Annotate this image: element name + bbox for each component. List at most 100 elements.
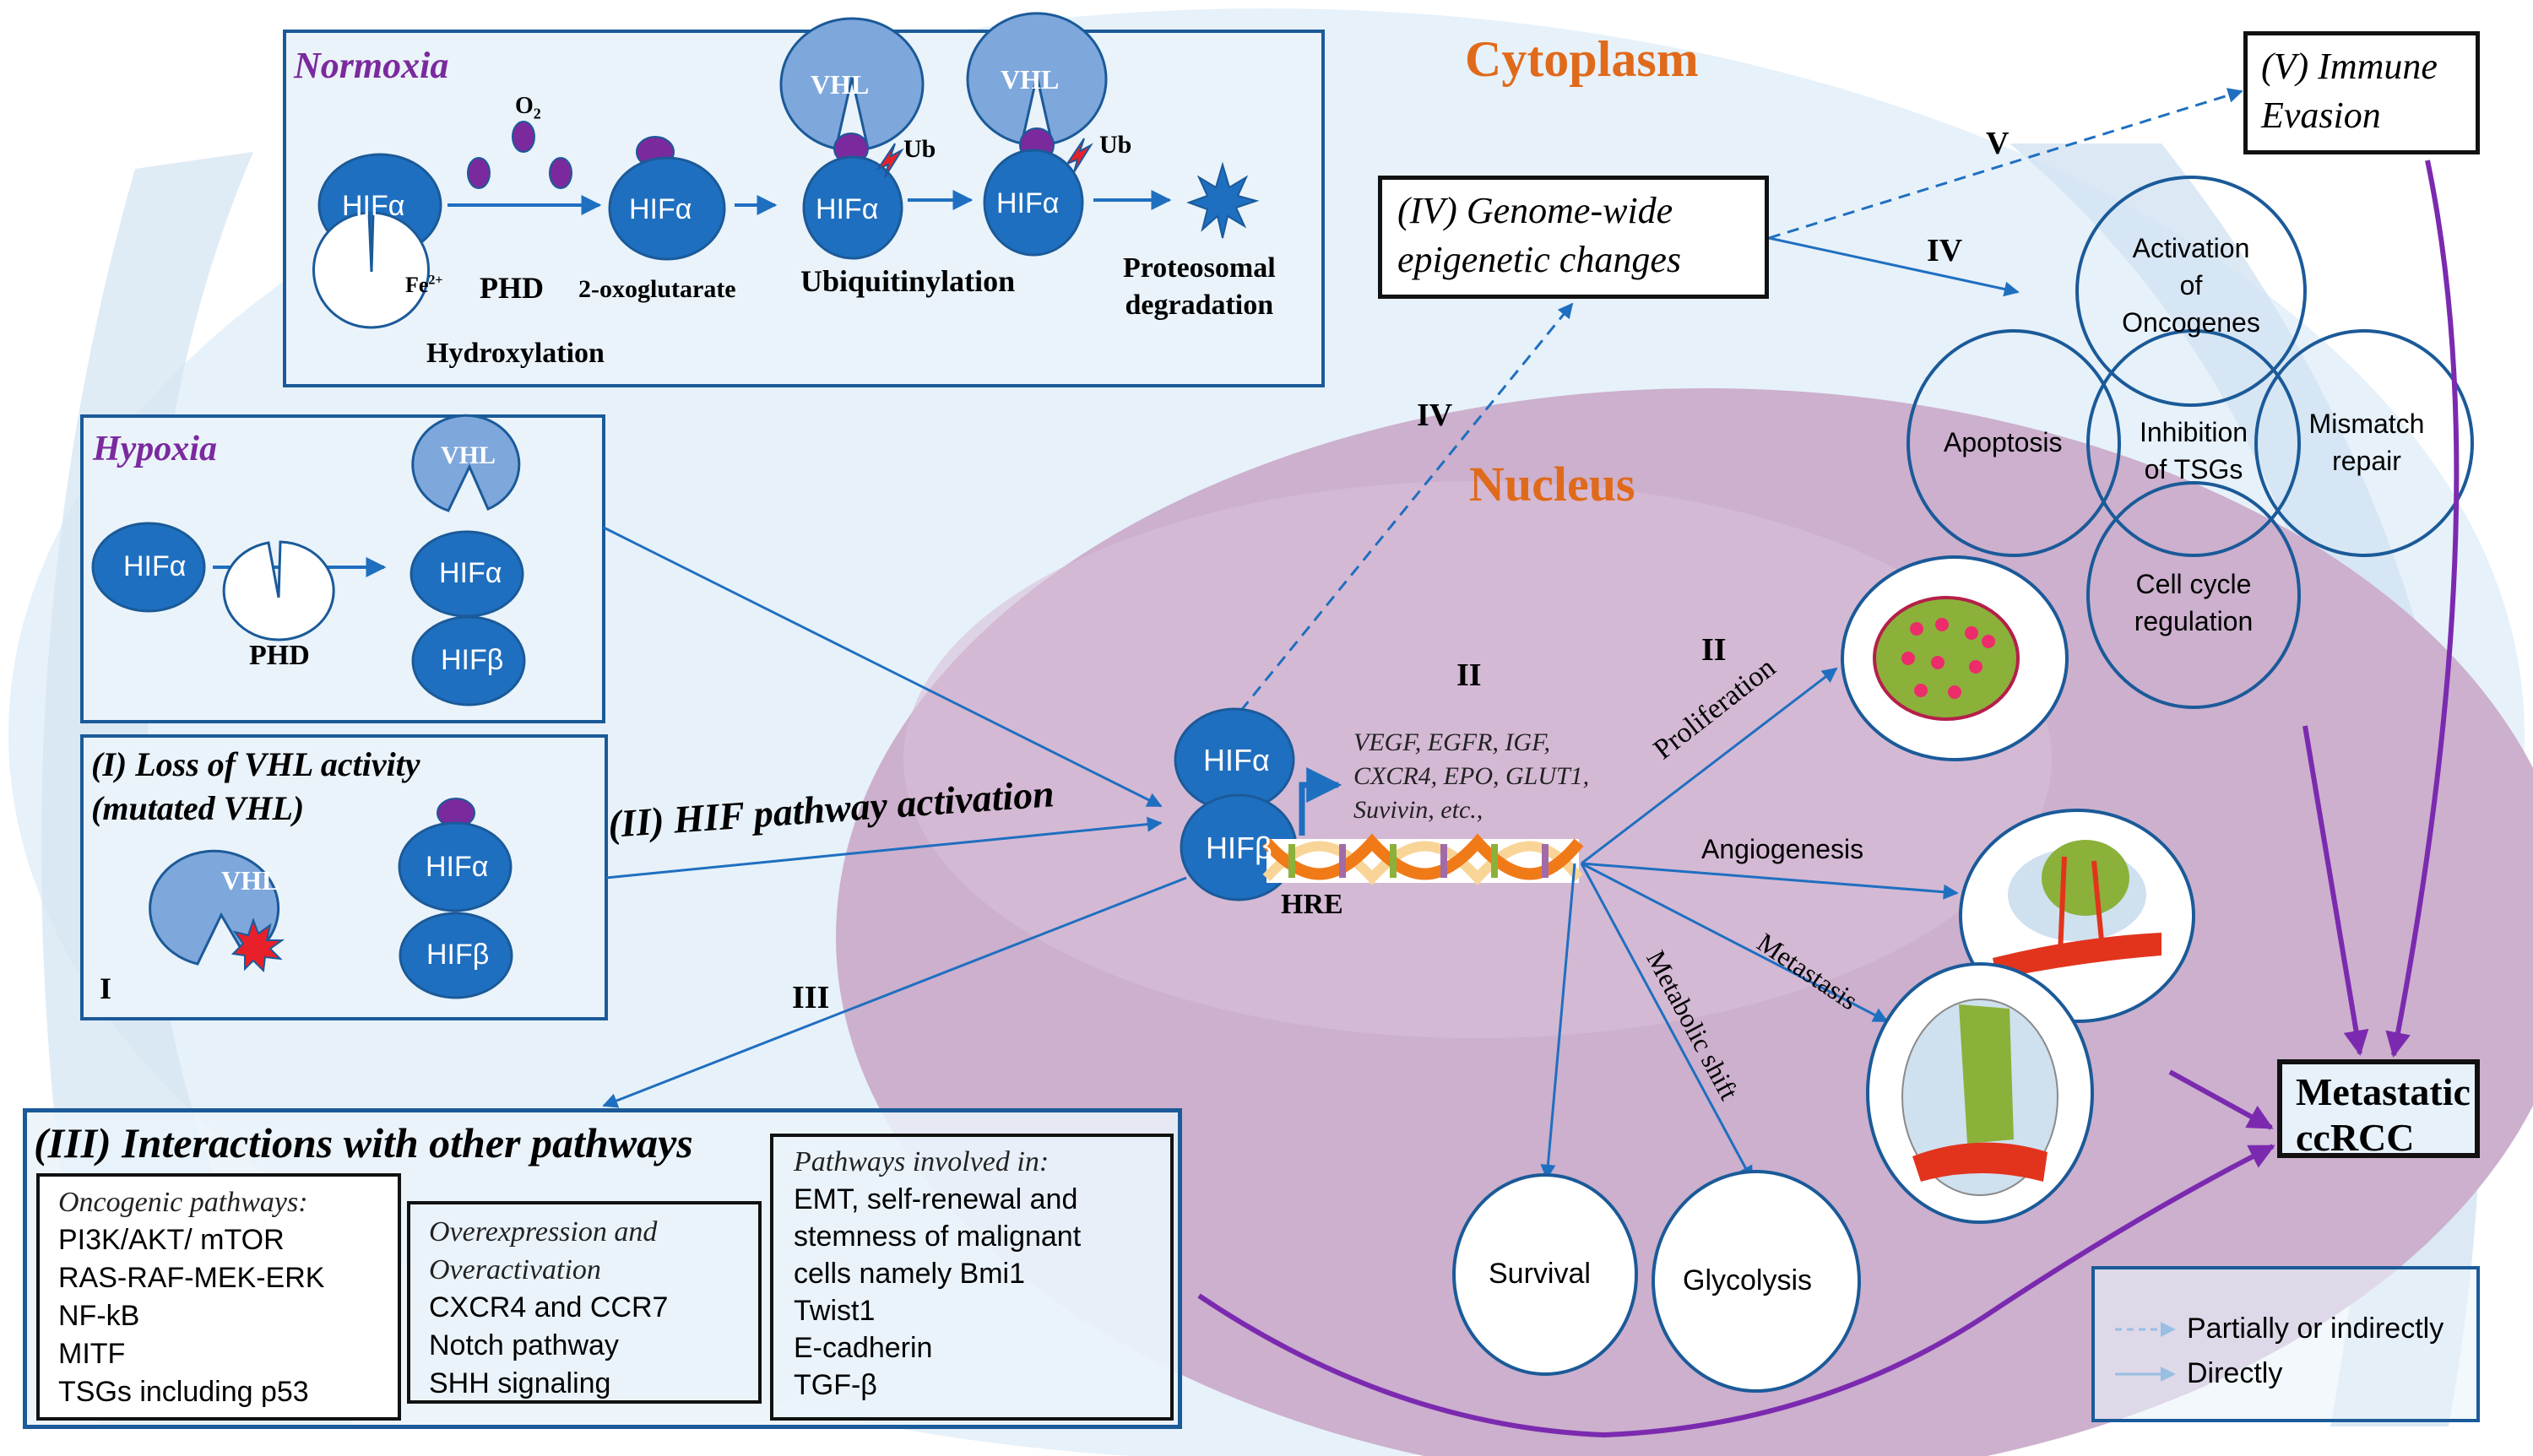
degradation-label: Proteosomal degradation (1123, 250, 1276, 324)
vhl-label: VHL (441, 441, 496, 469)
nucleus-label: Nucleus (1469, 457, 1635, 511)
survival-circle (1452, 1173, 1638, 1376)
circle-label-line: Inhibition (2139, 417, 2248, 447)
apoptosis-circle (1907, 329, 2121, 557)
vhl-protein-icon (966, 12, 1108, 145)
hypoxia-phd-icon (222, 540, 335, 641)
overexpression-item: SHH signaling (429, 1367, 611, 1399)
hif-to-epigenetic-arrow (1227, 302, 1574, 727)
immune-evasion-box: (V) Immune Evasion (2243, 31, 2480, 154)
metastasis-to-metastatic-arrow (2168, 1069, 2274, 1130)
angiogenesis-arrow (1581, 862, 1959, 900)
immune-title-line-1: (V) Immune (2261, 46, 2438, 87)
hif-beta-label: HIFβ (426, 939, 490, 971)
oxygen-molecule-icon (467, 157, 491, 189)
roman-numeral-II: II (1701, 632, 1727, 668)
pathways-involved-item: cells namely Bmi1 (794, 1258, 1025, 1290)
tsgs-circle-label: Inhibition of TSGs (2111, 414, 2276, 488)
target-genes-line: Suvivin, etc., (1353, 796, 1483, 824)
hif-alpha-label: HIFα (1203, 743, 1270, 777)
tumor-cells-icon (1873, 596, 2020, 721)
immune-title-line-2: Evasion (2261, 95, 2381, 136)
degradation-line-1: Proteosomal (1123, 252, 1276, 284)
hif-alpha-label: HIFα (342, 190, 405, 222)
hydroxylation-label: Hydroxylation (426, 338, 605, 369)
circle-label-line: of TSGs (2144, 454, 2243, 484)
target-genes-line: CXCR4, EPO, GLUT1, (1353, 762, 1590, 790)
target-genes-line: VEGF, EGFR, IGF, (1353, 728, 1551, 756)
metastatic-line-1: Metastatic (2296, 1070, 2471, 1113)
legend-box (2091, 1266, 2480, 1422)
hif-beta-label: HIFβ (1206, 831, 1272, 865)
vhl-protein-icon (779, 17, 925, 150)
oncogenic-item: RAS-RAF-MEK-ERK (58, 1262, 325, 1294)
circle-label-line: Mismatch (2308, 409, 2425, 439)
oncogenic-pathways-box: Oncogenic pathways: PI3K/AKT/ mTOR RAS-R… (36, 1173, 401, 1421)
overexpression-box: Overexpression and Overactivation CXCR4 … (407, 1201, 762, 1404)
metastasis-cells-icon (1901, 999, 2058, 1196)
angiogenesis-label: Angiogenesis (1701, 834, 1864, 864)
ub-label: Ub (1099, 131, 1132, 159)
oxygen-molecule-icon (512, 121, 535, 153)
epigenetic-to-immune-arrow (1768, 88, 2243, 240)
oxygen-molecule-icon (549, 157, 572, 189)
glycolysis-label: Glycolysis (1683, 1264, 1813, 1296)
mutation-burst-icon (231, 917, 285, 973)
epigenetic-to-metastatic-arrow (2302, 725, 2369, 1056)
survival-arrow (1540, 863, 1576, 1180)
vhl-label: VHL (811, 69, 870, 100)
hypoxia-hif-beta (411, 615, 526, 706)
cell-cycle-circle (2086, 481, 2301, 709)
normoxia-title: Normoxia (294, 45, 449, 86)
loss-vhl-hif-beta (399, 912, 513, 999)
hif-beta-label: HIFβ (441, 644, 504, 676)
blood-vessel-tumor-icon (1993, 840, 2161, 979)
oncogenic-item: PI3K/AKT/ mTOR (58, 1224, 285, 1256)
oncogenic-item: TSGs including p53 (58, 1376, 309, 1408)
hif-alpha-label: HIFα (426, 851, 489, 883)
hif-alpha-label: HIFα (816, 193, 879, 225)
ubiquitin-icon (876, 143, 904, 178)
oncogenes-circle (2075, 176, 2307, 407)
hypoxia-vhl-icon (411, 414, 521, 512)
circle-label-line: Cell cycle (2135, 569, 2252, 599)
circle-label-line: Oncogenes (2122, 307, 2260, 338)
interactions-title: (III) Interactions with other pathways (34, 1119, 693, 1166)
hypoxia-title: Hypoxia (93, 430, 217, 468)
metastatic-ccrcc-box: Metastatic ccRCC (2277, 1059, 2480, 1159)
pathways-involved-item: Twist1 (794, 1295, 876, 1327)
hypoxia-to-hif-arrow (603, 526, 1163, 808)
vhl-label: VHL (221, 865, 280, 896)
cell-cycle-circle-label: Cell cycle regulation (2102, 566, 2285, 640)
immune-to-metastatic-arrow (2385, 160, 2460, 1058)
cytoplasm-label: Cytoplasm (1465, 31, 1699, 87)
oncogenes-circle-label: Activation of Oncogenes (2077, 230, 2305, 341)
hif-alpha-label: HIFα (996, 187, 1060, 219)
phd-label: PHD (480, 271, 544, 305)
pathways-involved-box: Pathways involved in: EMT, self-renewal … (770, 1134, 1174, 1421)
o2-label: O2 (515, 93, 541, 123)
epigenetic-title-line-1: (IV) Genome-wide (1397, 190, 1673, 231)
circle-label-line: repair (2332, 446, 2401, 476)
normoxia-hif-alpha-4 (983, 149, 1084, 257)
interactions-to-metastatic-arrow (1197, 1144, 2275, 1438)
roman-numeral-II: II (1456, 658, 1482, 693)
mismatch-circle-label: Mismatch repair (2280, 405, 2454, 479)
roman-numeral-V: V (1986, 126, 2010, 161)
survival-label: Survival (1489, 1258, 1591, 1290)
glycolysis-circle (1652, 1170, 1861, 1393)
overexpression-heading: Overactivation (429, 1254, 601, 1286)
oncogenic-item: MITF (58, 1338, 126, 1370)
target-genes-list: VEGF, EGFR, IGF, CXCR4, EPO, GLUT1, Suvi… (1353, 726, 1589, 827)
proliferation-arrow (1581, 667, 1838, 865)
mismatch-circle (2254, 329, 2474, 557)
normoxia-phd-icon (312, 211, 430, 329)
pathways-involved-heading: Pathways involved in: (794, 1146, 1050, 1177)
overexpression-item: CXCR4 and CCR7 (429, 1291, 669, 1323)
transcription-arrow (1299, 767, 1342, 836)
ub-label: Ub (903, 135, 936, 163)
oncogenic-item: NF-kB (58, 1300, 140, 1332)
o2-subscript: 2 (533, 105, 541, 122)
metabolic-shift-arrow (1580, 863, 1754, 1182)
hypoxia-hif-alpha-free (91, 522, 206, 613)
